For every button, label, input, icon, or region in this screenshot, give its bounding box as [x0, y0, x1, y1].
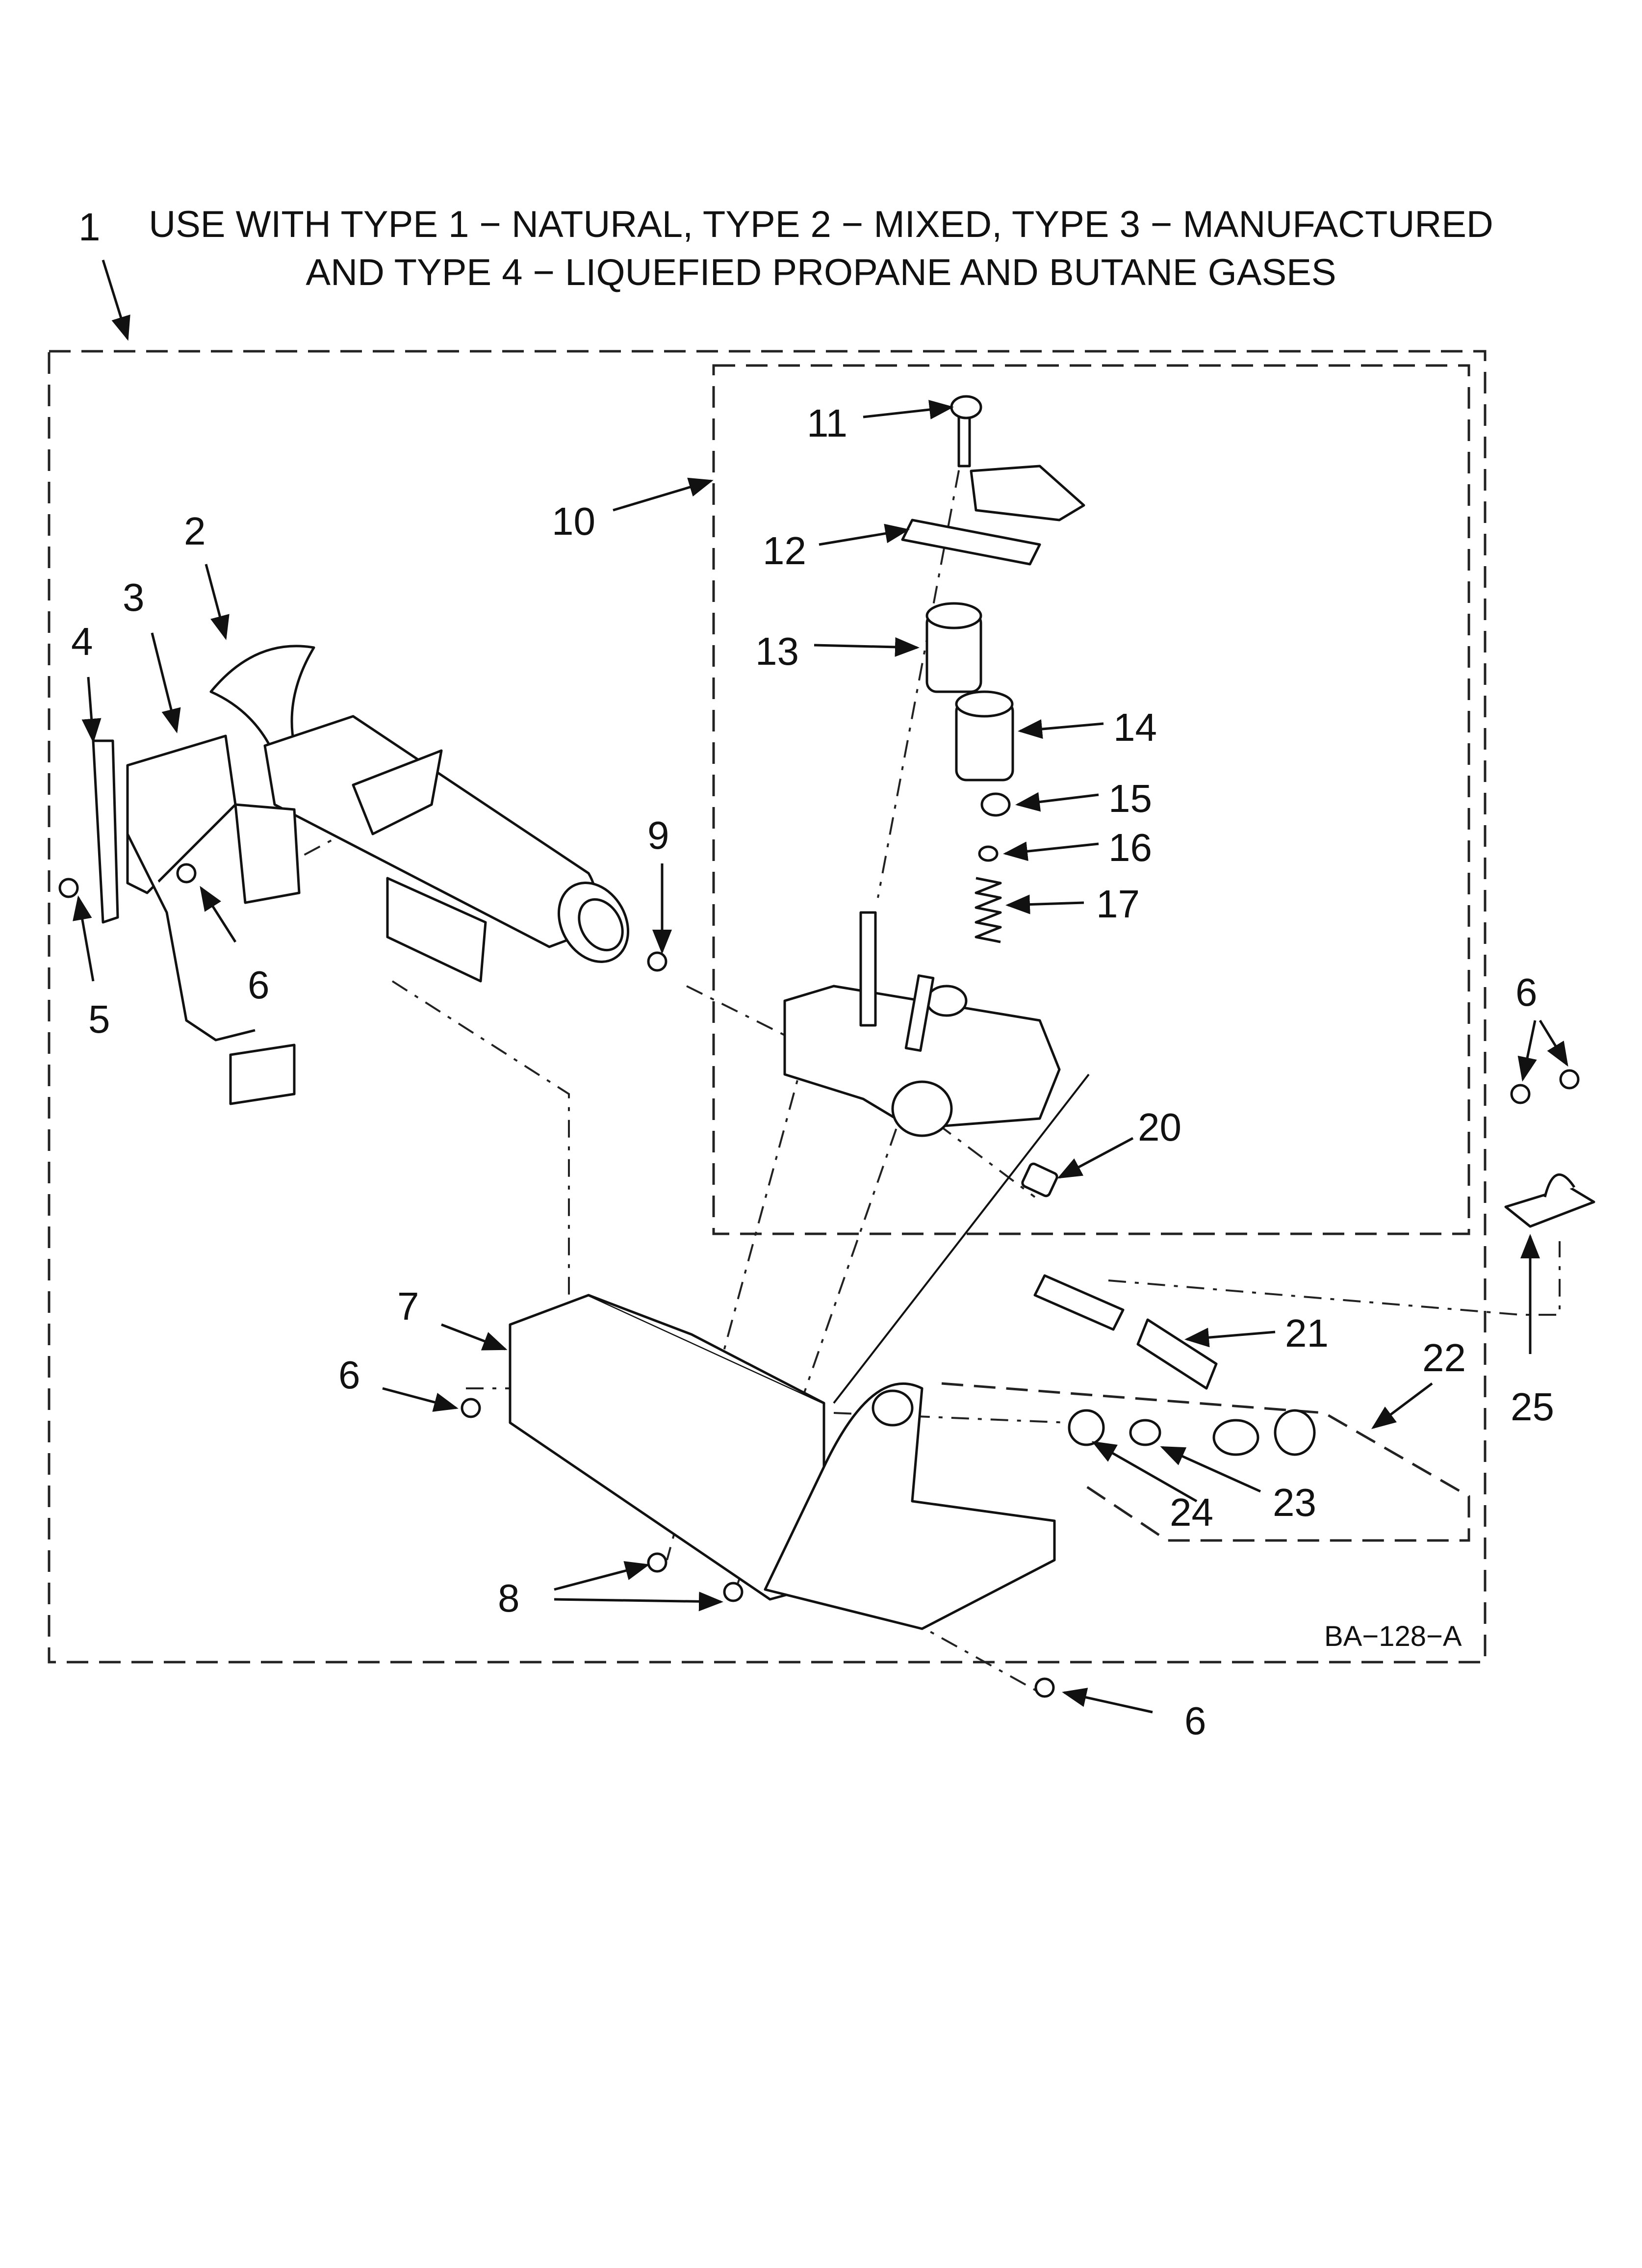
leader-24: [1091, 1441, 1198, 1503]
diagram-title-line-1: USE WITH TYPE 1 − NATURAL, TYPE 2 − MIXE…: [149, 204, 1493, 245]
callout-20: 20: [1138, 1105, 1181, 1149]
alignment-line-screw-11: [877, 431, 967, 898]
leader-6b: [382, 1387, 459, 1412]
leader-7: [441, 1323, 508, 1351]
callout-6-left: 6: [248, 963, 270, 1007]
valve-assembly-frame: [712, 364, 1470, 1235]
leader-1: [102, 260, 130, 341]
callout-6-bracket: 6: [338, 1353, 360, 1397]
leader-17: [1005, 894, 1084, 914]
gas-valve-body: [783, 911, 1061, 1137]
alignment-line-main: [391, 980, 570, 1305]
alignment-line-20: [936, 1122, 1036, 1198]
callout-24: 24: [1170, 1490, 1213, 1534]
leader-6d-right: [1539, 1019, 1568, 1067]
alignment-line-burner: [686, 985, 795, 1041]
gas-pipe-nipple: [1033, 1274, 1218, 1390]
valve-mounting-plate: [901, 465, 1085, 566]
support-line-valve: [833, 1073, 1090, 1404]
pipe-fittings: [1068, 1409, 1316, 1456]
leader-12: [819, 523, 910, 546]
callout-1: 1: [78, 205, 101, 249]
leader-13: [814, 637, 920, 657]
callout-6-clamp: 6: [1515, 970, 1538, 1014]
valve-small-parts: [975, 792, 1058, 1198]
leader-3: [151, 632, 181, 733]
alignment-line-pipe-21: [1108, 1241, 1561, 1316]
callout-8: 8: [498, 1576, 520, 1620]
leader-21: [1184, 1328, 1276, 1348]
solenoid-coil-13: [925, 602, 982, 693]
callout-5: 5: [88, 997, 110, 1041]
callout-10: 10: [552, 499, 595, 543]
callout-11: 11: [807, 401, 847, 445]
leader-14: [1018, 719, 1104, 739]
callout-2: 2: [184, 509, 206, 553]
burner-mounting-bracket: [509, 1294, 1056, 1630]
alignment-line-6-bottom: [907, 1618, 1040, 1694]
callout-25: 25: [1511, 1385, 1554, 1429]
leader-6c: [1062, 1688, 1153, 1714]
leader-15: [1015, 792, 1099, 812]
callout-13: 13: [755, 629, 799, 673]
leader-6d-left: [1517, 1020, 1537, 1082]
pipe-clamp: [1504, 1173, 1595, 1228]
callout-7: 7: [397, 1284, 419, 1328]
leader-6a: [200, 886, 237, 943]
callout-12: 12: [763, 529, 806, 573]
leader-11: [863, 400, 954, 419]
leader-20: [1057, 1137, 1134, 1179]
solenoid-coil-14: [955, 690, 1014, 782]
reference-code: BA−128−A: [1324, 1620, 1462, 1652]
leader-16: [1003, 841, 1099, 861]
diagram-title-line-2: AND TYPE 4 − LIQUEFIED PROPANE AND BUTAN…: [306, 252, 1336, 293]
callout-21: 21: [1285, 1311, 1329, 1355]
screws: [58, 395, 1580, 1698]
assembly-frame-outer: [48, 350, 1487, 1664]
callout-4: 4: [71, 620, 93, 663]
leader-2: [205, 564, 230, 640]
leader-23: [1160, 1446, 1261, 1493]
callout-15: 15: [1108, 777, 1152, 820]
burner-tube: [209, 645, 630, 983]
igniter-bracket: [92, 734, 301, 1105]
callout-9: 9: [647, 813, 669, 857]
leader-8b: [554, 1591, 723, 1612]
leader-8a: [554, 1561, 650, 1591]
leader-5: [73, 895, 95, 982]
callout-16: 16: [1108, 826, 1152, 869]
callout-23: 23: [1273, 1481, 1316, 1524]
callout-22: 22: [1422, 1336, 1466, 1380]
callout-3: 3: [123, 575, 145, 619]
leader-10: [613, 477, 714, 512]
callout-6-bottom: 6: [1184, 1699, 1206, 1743]
leader-22: [1371, 1382, 1433, 1429]
callout-14: 14: [1113, 705, 1157, 749]
leader-4: [81, 677, 102, 743]
fittings-group-frame: [941, 1382, 1470, 1542]
callout-17: 17: [1096, 882, 1140, 926]
